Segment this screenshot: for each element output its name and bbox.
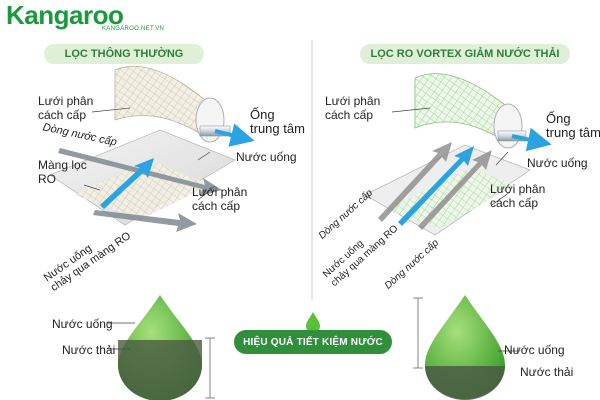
left-flow-arrows (58, 123, 255, 232)
left-drop-label-drinking: Nước uống (52, 317, 113, 331)
left-label-mesh-bottom: Lưới phân cách cấp (192, 185, 247, 213)
right-label-mesh-bottom: Lưới phân cách cấp (490, 182, 545, 210)
left-water-drop (108, 295, 215, 400)
right-waste-level (425, 366, 505, 400)
right-label-center-tube-text: Ống trung tâm (546, 111, 600, 140)
right-label-drinking-water: Nước uống (527, 156, 588, 170)
right-cartridge-end (493, 103, 523, 149)
left-label-center-tube-text: Ống trung tâm (250, 107, 305, 136)
right-water-drop (413, 295, 520, 400)
right-tube-arrow (511, 127, 552, 152)
left-waste-level (118, 340, 202, 400)
right-label-mesh-top: Lưới phân cách cấp (325, 94, 380, 122)
left-mesh-roll (114, 65, 211, 141)
left-label-center-tube: Ống trung tâm (250, 108, 305, 136)
right-panel-title: LỌC RO VORTEX GIẢM NƯỚC THẢI (360, 44, 570, 64)
right-drop-label-waste: Nước thải (520, 365, 574, 379)
left-waste-arrow (93, 210, 197, 232)
left-label-mesh-top-text: Lưới phân cách cấp (38, 94, 94, 122)
left-label-ro-membrane-text: Màng lọc RO (38, 158, 87, 186)
right-feed-arrow-2 (418, 150, 492, 230)
right-permeate-arrow (398, 146, 474, 226)
water-saving-banner: HIỆU QUẢ TIẾT KIỆM NƯỚC (234, 330, 392, 354)
right-label-mesh-top-text: Lưới phân cách cấp (325, 94, 381, 122)
right-flow-arrows (378, 127, 552, 230)
right-leader-lines (391, 107, 511, 206)
right-feed-arrow-1 (378, 142, 452, 222)
left-label-mesh-top: Lưới phân cách cấp (38, 94, 93, 122)
left-label-drinking-water: Nước uống (236, 150, 297, 164)
left-permeate-arrow (100, 158, 154, 209)
logo-url: KANGAROO.NET.VN (102, 26, 165, 32)
water-drop-icon (306, 312, 320, 333)
left-leader-lines (83, 107, 216, 201)
logo-text: Kangaroo (6, 0, 124, 30)
brand-logo: Kangaroo KANGAROO.NET.VN (6, 2, 164, 32)
right-drop-label-drinking: Nước uống (504, 343, 565, 357)
left-tube-arrow (214, 123, 255, 147)
left-mesh-sheet (75, 160, 210, 220)
left-drop-label-waste: Nước thải (62, 343, 116, 357)
right-label-mesh-bottom-text: Lưới phân cách cấp (490, 182, 546, 210)
left-label-ro-membrane: Màng lọc RO (38, 158, 87, 186)
left-label-mesh-bottom-text: Lưới phân cách cấp (192, 185, 248, 213)
right-label-center-tube: Ống trung tâm (546, 112, 600, 140)
left-panel-title: LỌC THÔNG THƯỜNG (44, 44, 204, 64)
